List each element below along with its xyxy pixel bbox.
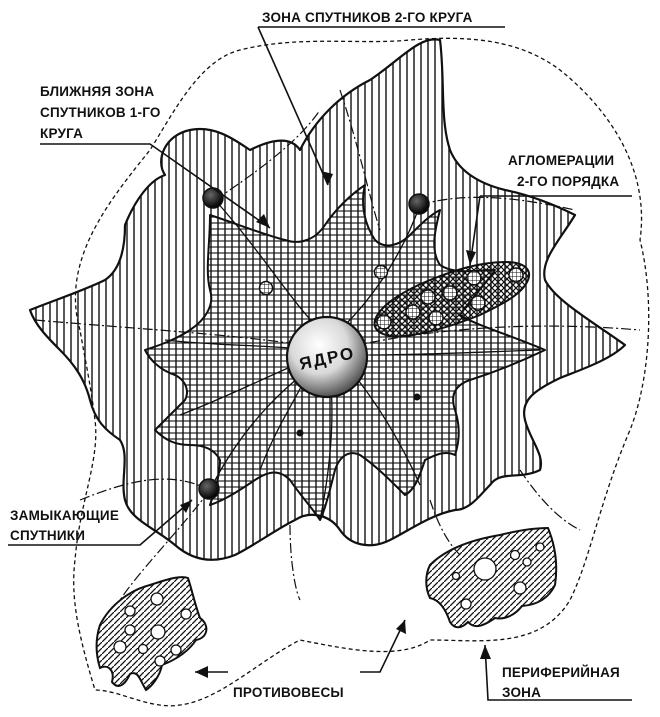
peripheral-shape-right — [426, 528, 556, 627]
agglomeration-label-line2: 2-ГО ПОРЯДКА — [517, 174, 619, 189]
near-zone-label-line2: СПУТНИКОВ 1-ГО — [40, 105, 161, 120]
second-ring-label: ЗОНА СПУТНИКОВ 2-ГО КРУГА — [262, 10, 473, 25]
closing-satellites-label-line2: СПУТНИКИ — [10, 528, 85, 543]
peripheral-label-line1: ПЕРИФЕРИЙНАЯ — [502, 665, 620, 680]
counterweight-left — [97, 577, 207, 690]
near-zone-label-line3: КРУГА — [40, 126, 83, 141]
core-sphere: ЯДРО — [287, 317, 367, 397]
near-zone-label-line1: БЛИЖНЯЯ ЗОНА — [40, 84, 154, 99]
agglomeration-label-line1: АГЛОМЕРАЦИИ — [508, 153, 614, 168]
counterweights-label: ПРОТИВОВЕСЫ — [233, 685, 344, 700]
peripheral-label-line2: ЗОНА — [502, 685, 541, 700]
closing-satellites-label-line1: ЗАМЫКАЮЩИЕ — [10, 508, 119, 523]
